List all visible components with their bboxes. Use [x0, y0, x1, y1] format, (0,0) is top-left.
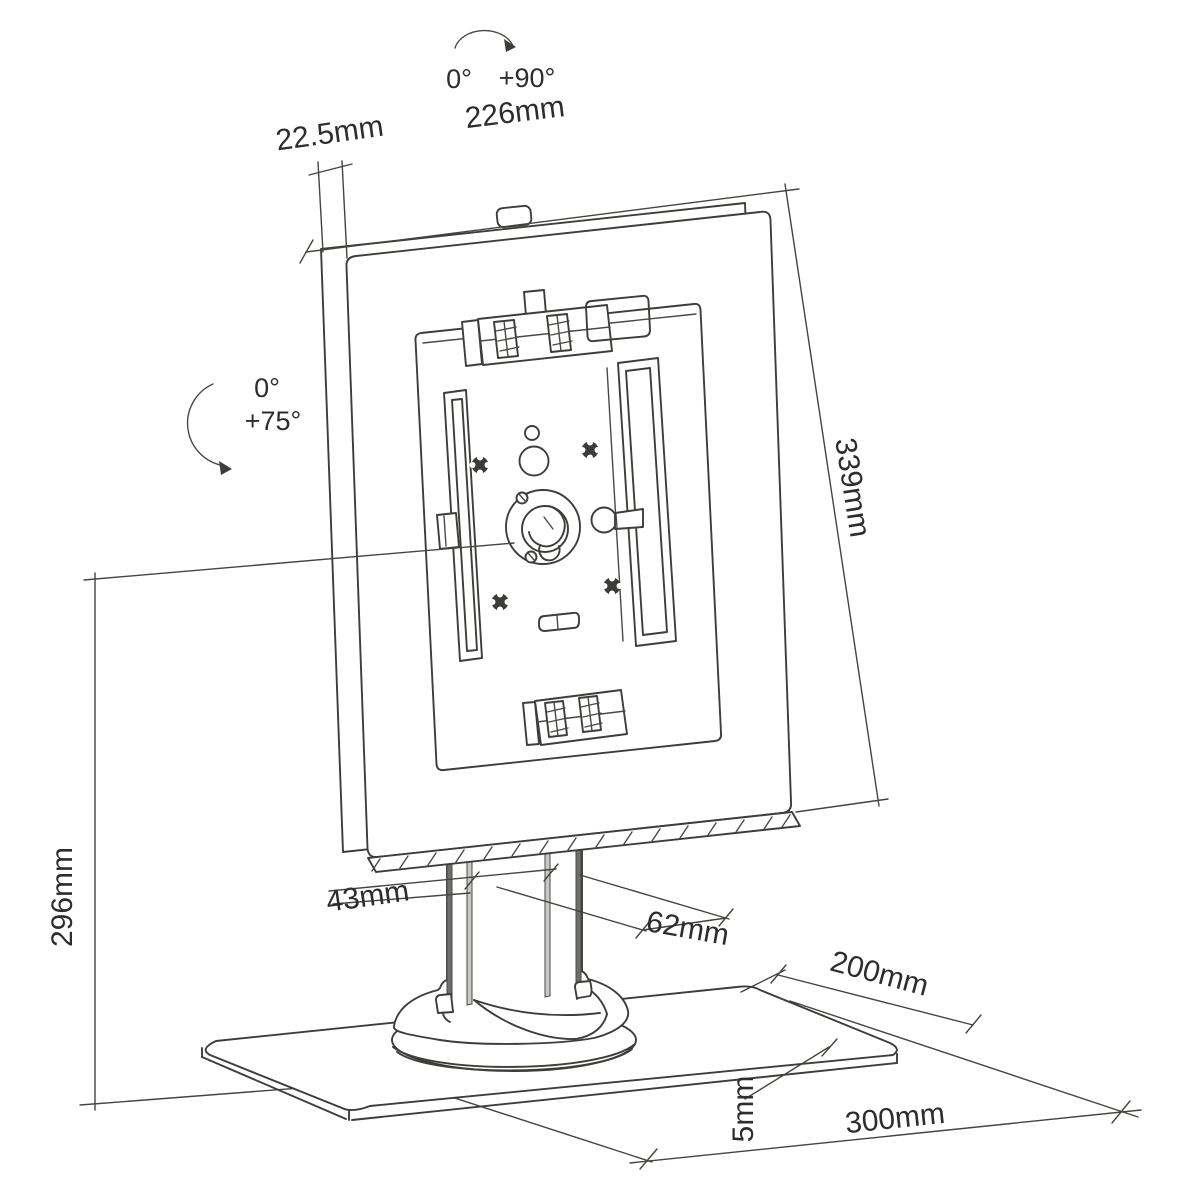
dim-22-5mm [308, 160, 353, 259]
pole-width-label: 43mm [324, 874, 411, 918]
base-width-label: 300mm [844, 1097, 947, 1140]
left-slot-channel [436, 389, 483, 662]
dim-300mm [639, 1100, 1131, 1170]
swivel-end-label: +90° [499, 63, 556, 93]
back-plate-recess [414, 302, 723, 772]
keyhole-slot [518, 425, 550, 477]
tilt-arc-icon [186, 383, 232, 475]
dimension-lines [83, 160, 1131, 1170]
enclosure-bottom-edge [367, 811, 801, 873]
dim-296mm [83, 542, 515, 1111]
dome-left-ear [435, 993, 454, 1014]
dim-5mm [744, 1038, 838, 1100]
dim-62mm [496, 874, 734, 939]
base-depth-label: 200mm [827, 945, 932, 1003]
enclosure-width-label: 226mm [463, 90, 566, 135]
tilt-end-label: +75° [245, 406, 302, 436]
screw-holes [469, 439, 623, 613]
rotation-lock-ring [505, 489, 581, 565]
swivel-arc-icon [454, 29, 516, 52]
camera-cutout [585, 294, 651, 343]
right-slot-channel [606, 357, 677, 647]
cable-slot [538, 611, 580, 632]
left-channel-tab [436, 512, 460, 550]
bottom-clamp [522, 689, 628, 746]
tablet-enclosure [320, 202, 801, 873]
enclosure-depth-label: 22.5mm [274, 110, 386, 158]
dome-right-ear [574, 980, 593, 1000]
dim-226mm [299, 188, 800, 264]
stand-height-label: 296mm [46, 847, 79, 947]
tilt-start-label: 0° [254, 373, 280, 403]
dim-339mm [784, 183, 889, 813]
security-hook [528, 505, 566, 548]
top-clamp [461, 289, 613, 367]
dim-43mm [328, 863, 559, 905]
swivel-start-label: 0° [446, 64, 472, 94]
dome-cover [393, 965, 630, 1045]
base-thickness-label: 5mm [727, 1076, 760, 1143]
side-screw [590, 506, 644, 534]
dome-fold-line [473, 999, 608, 1040]
pole-depth-label: 62mm [644, 905, 732, 952]
enclosure-height-label: 339mm [828, 436, 876, 540]
dim-200mm [740, 964, 982, 1034]
